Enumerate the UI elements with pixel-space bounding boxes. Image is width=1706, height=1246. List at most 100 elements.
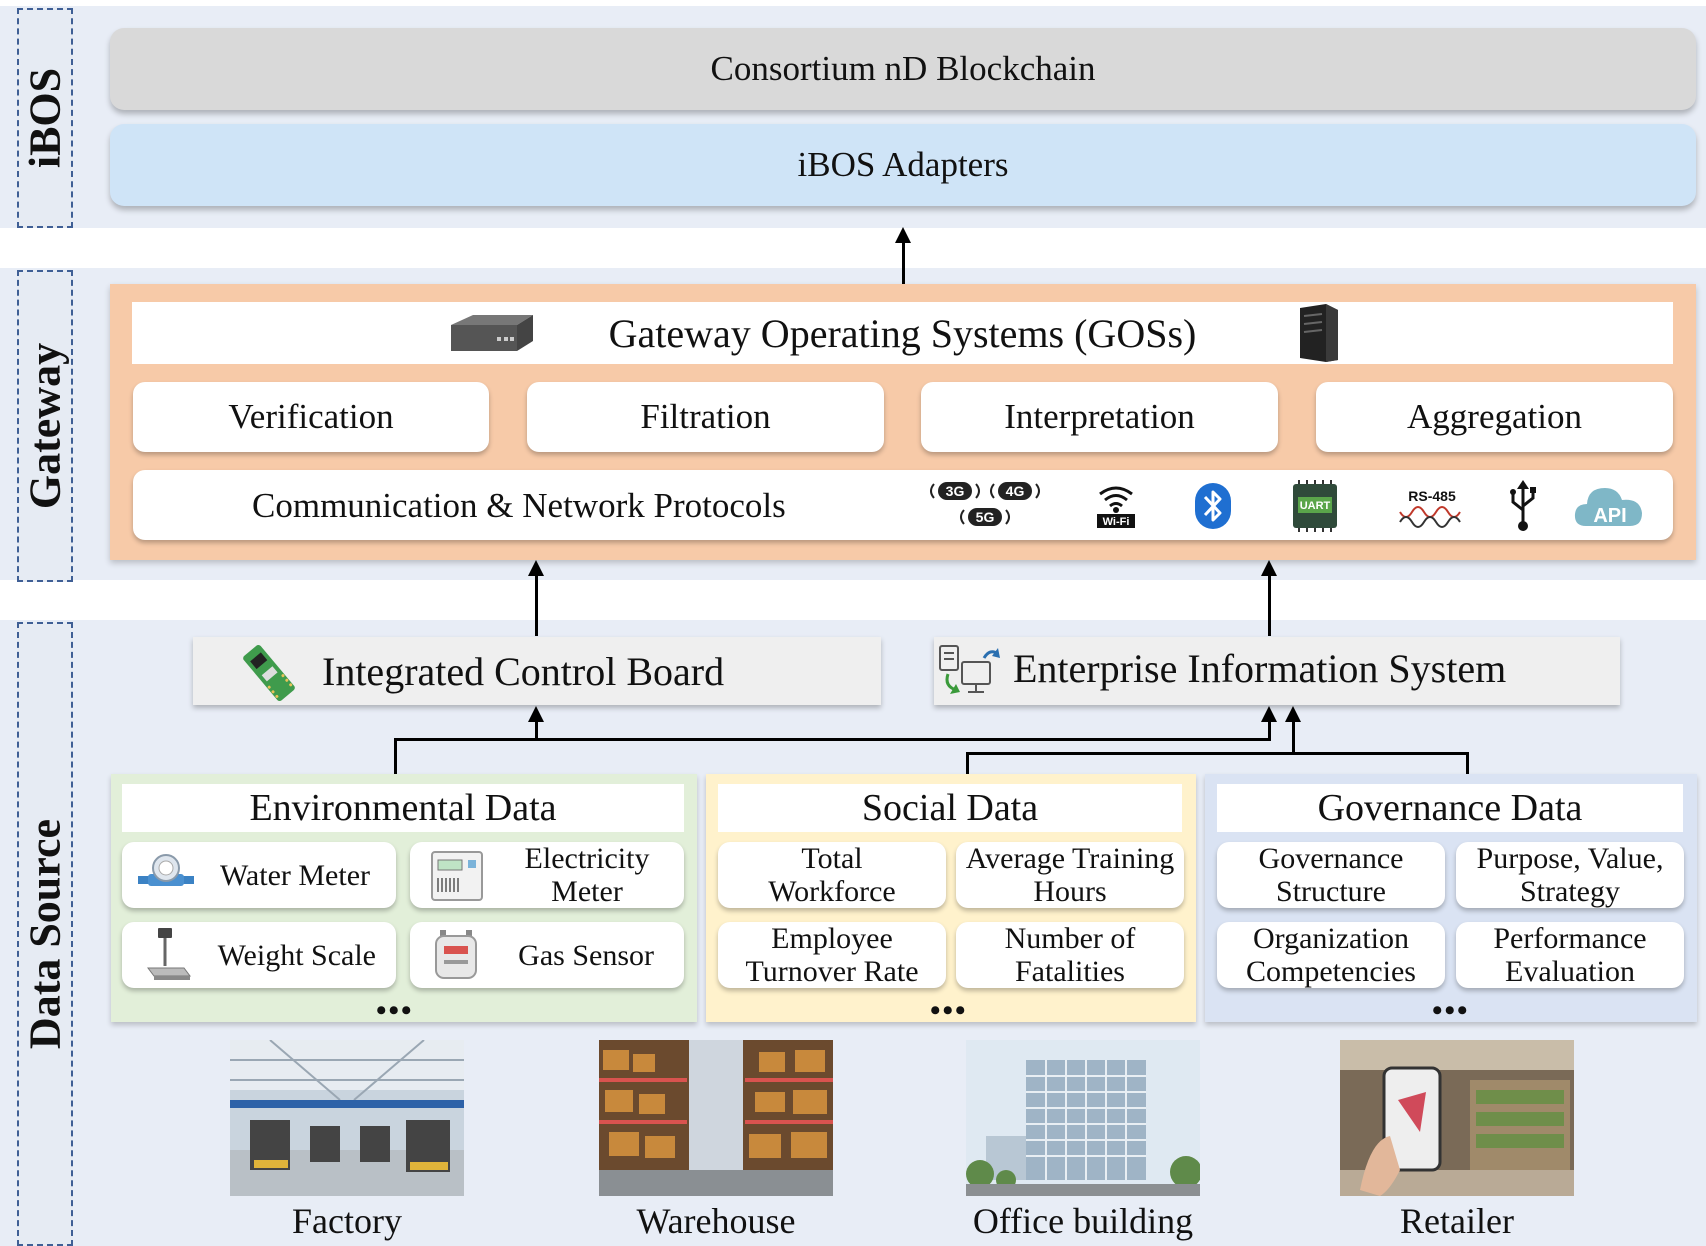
board-input-arrow — [535, 718, 538, 740]
retailer-photo — [1340, 1040, 1574, 1196]
integrated-control-board-box — [193, 637, 881, 705]
cellular-4g-text: 4G — [1006, 483, 1025, 499]
uart-icon: UART — [1293, 480, 1337, 532]
uart-text: UART — [1300, 500, 1331, 512]
gov-connector-up — [1466, 752, 1469, 776]
gos-title: Gateway Operating Systems (GOSs) — [608, 310, 1197, 356]
board-to-gateway-arrow — [535, 572, 538, 636]
gas-sensor-label: Gas Sensor — [518, 938, 654, 972]
average-training-hours-label: Average Training Hours — [965, 842, 1175, 908]
interpretation-box: Interpretation — [921, 382, 1278, 452]
rs485-icon: RS-485 — [1399, 488, 1461, 528]
verification-box: Verification — [133, 382, 489, 452]
api-text: API — [1593, 505, 1626, 527]
aggregation-box: Aggregation — [1316, 382, 1673, 452]
governance-structure-box: Governance Structure — [1217, 842, 1445, 908]
data-source-layer-label: Data Source — [17, 622, 73, 1246]
computer-sync-icon — [939, 645, 1000, 694]
performance-evaluation-label: Performance Evaluation — [1493, 922, 1647, 988]
gos-title-bar: Gateway Operating Systems (GOSs) — [132, 302, 1673, 364]
governance-data-title: Governance Data — [1317, 787, 1583, 829]
electricity-meter-icon — [431, 851, 483, 901]
office-building-photo — [966, 1040, 1200, 1196]
social-connector-up — [966, 752, 969, 776]
rs485-text: RS-485 — [1408, 488, 1456, 504]
organization-competencies-label: Organization Competencies — [1246, 922, 1416, 988]
number-of-fatalities-box: Number of Fatalities — [956, 922, 1184, 988]
environmental-data-title-box: Environmental Data — [122, 784, 684, 832]
eis-to-gateway-arrowhead — [1261, 560, 1277, 576]
usb-icon — [1510, 480, 1536, 531]
interpretation-label: Interpretation — [1004, 396, 1195, 436]
eis-input-arrowhead-left — [1261, 706, 1277, 722]
protocols-box — [133, 470, 1673, 540]
integrated-control-board-label: Integrated Control Board — [322, 649, 725, 694]
eis-input-arrowhead-right — [1285, 706, 1301, 722]
warehouse-label: Warehouse — [636, 1201, 796, 1241]
gateway-layer-label: Gateway — [17, 270, 73, 582]
api-cloud-icon: API — [1574, 488, 1642, 527]
eis-to-gateway-arrow — [1268, 572, 1271, 636]
ibos-adapters-bar: iBOS Adapters — [110, 124, 1696, 206]
water-meter-box: Water Meter — [122, 842, 396, 908]
ibos-layer-label: iBOS — [17, 8, 73, 228]
env-connector-up — [394, 738, 397, 776]
ibos-adapters-label: iBOS Adapters — [797, 145, 1009, 184]
env-connector-horizontal — [394, 738, 1271, 741]
gateway-layer-text: Gateway — [20, 342, 70, 510]
gateway-to-ibos-arrow — [902, 240, 905, 284]
blockchain-label: Consortium nD Blockchain — [710, 49, 1096, 88]
wifi-text: Wi-Fi — [1103, 516, 1130, 528]
wifi-icon: Wi-Fi — [1097, 486, 1135, 528]
electricity-meter-label: Electricity Meter — [524, 842, 650, 908]
purpose-value-strategy-label: Purpose, Value, Strategy — [1476, 842, 1664, 908]
organization-competencies-box: Organization Competencies — [1217, 922, 1445, 988]
circuit-board-icon — [243, 644, 295, 702]
purpose-value-strategy-box: Purpose, Value, Strategy — [1456, 842, 1684, 908]
cellular-3g-4g-5g-icon: 3G 4G 5G — [930, 482, 1040, 526]
water-meter-icon — [138, 854, 194, 886]
enterprise-information-system-label: Enterprise Information System — [1013, 646, 1507, 691]
aggregation-label: Aggregation — [1407, 396, 1582, 436]
filtration-box: Filtration — [527, 382, 884, 452]
employee-turnover-rate-label: Employee Turnover Rate — [745, 922, 919, 988]
weight-scale-label: Weight Scale — [217, 938, 376, 972]
social-more-dots: ••• — [930, 994, 968, 1027]
performance-evaluation-box: Performance Evaluation — [1456, 922, 1684, 988]
enterprise-information-system-box — [934, 637, 1620, 705]
water-meter-label: Water Meter — [220, 858, 370, 892]
employee-turnover-rate-box: Employee Turnover Rate — [718, 922, 946, 988]
number-of-fatalities-label: Number of Fatalities — [1004, 922, 1136, 988]
social-data-title: Social Data — [861, 787, 1039, 829]
gateway-to-ibos-arrowhead — [895, 227, 911, 243]
total-workforce-box: Total Workforce — [718, 842, 946, 908]
governance-more-dots: ••• — [1432, 994, 1470, 1027]
retailer-label: Retailer — [1400, 1201, 1514, 1241]
board-to-gateway-arrowhead — [528, 560, 544, 576]
eis-input-arrow-left — [1268, 718, 1271, 740]
factory-photo — [230, 1040, 464, 1196]
environmental-more-dots: ••• — [376, 994, 414, 1027]
protocols-label: Communication & Network Protocols — [252, 486, 786, 525]
bluetooth-icon — [1195, 483, 1231, 529]
cellular-5g-text: 5G — [976, 509, 995, 525]
average-training-hours-box: Average Training Hours — [956, 842, 1184, 908]
data-source-layer-text: Data Source — [20, 818, 70, 1050]
factory-label: Factory — [292, 1201, 402, 1241]
environmental-data-title: Environmental Data — [249, 787, 557, 829]
filtration-label: Filtration — [640, 396, 771, 436]
server-tower-icon — [1300, 304, 1338, 362]
eis-input-arrow-right — [1292, 718, 1295, 754]
total-workforce-label: Total Workforce — [768, 842, 896, 908]
office-building-label: Office building — [972, 1201, 1194, 1241]
weight-scale-icon — [147, 928, 191, 980]
social-data-title-box: Social Data — [718, 784, 1182, 832]
board-input-arrowhead — [528, 706, 544, 722]
governance-structure-label: Governance Structure — [1258, 842, 1404, 908]
blockchain-bar: Consortium nD Blockchain — [110, 28, 1696, 110]
ibos-layer-text: iBOS — [20, 67, 70, 169]
warehouse-photo — [599, 1040, 833, 1196]
social-gov-connector-horizontal — [966, 752, 1469, 755]
verification-label: Verification — [228, 396, 394, 436]
gas-sensor-icon — [435, 930, 477, 979]
